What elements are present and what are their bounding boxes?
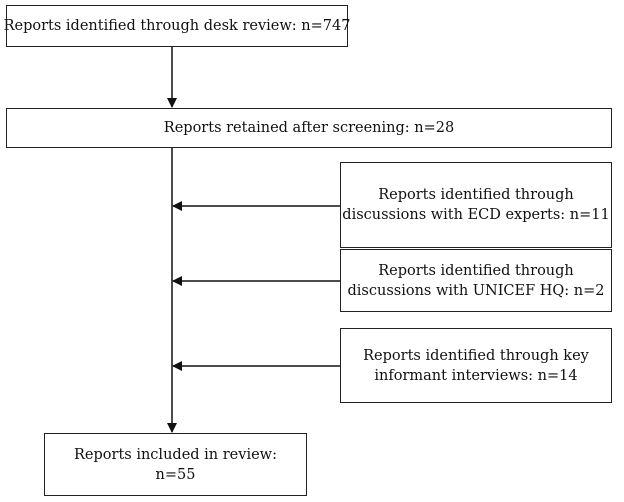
ecd-experts-text-line1: Reports identified through [378,187,574,203]
included-box: Reports included in review: n=55 [44,433,307,496]
key-informants-text-line1: Reports identified through key [363,347,589,364]
unicef-hq-box: Reports identified through discussions w… [340,249,612,312]
ecd-experts-text-line2: discussions with ECD experts: n=11 [342,207,610,223]
desk-review-text: Reports identified through desk review: … [3,18,351,34]
key-informants-text-line2: informant interviews: n=14 [374,367,578,384]
key-informants-box: Reports identified through key informant… [340,328,612,403]
included-text-line2: n=55 [155,466,196,483]
ecd-experts-box: Reports identified through discussions w… [340,162,612,248]
desk-review-box: Reports identified through desk review: … [3,5,351,47]
screening-box: Reports retained after screening: n=28 [6,108,612,148]
unicef-hq-text-line1: Reports identified through [378,262,574,279]
screening-text: Reports retained after screening: n=28 [163,120,455,136]
unicef-hq-text-line2: discussions with UNICEF HQ: n=2 [347,282,605,299]
included-text-line1: Reports included in review: [74,446,277,463]
